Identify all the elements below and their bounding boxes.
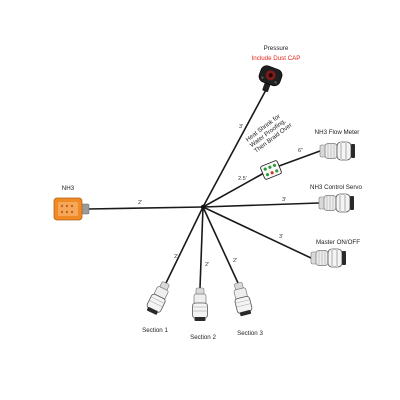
pressure-label: Pressure	[264, 45, 289, 52]
section-2-connector	[192, 287, 208, 322]
nh3-label: NH3	[62, 185, 75, 192]
wire-heat-shrink	[202, 172, 265, 208]
flow-meter-length: 6"	[298, 148, 303, 154]
wire-flow-meter	[278, 150, 321, 167]
section-2-length: 2'	[205, 262, 209, 268]
heat-shrink-length: 2.5'	[238, 176, 247, 182]
wire-master	[202, 206, 312, 259]
heat-shrink-junction	[260, 160, 282, 180]
section-1-label: Section 1	[142, 327, 168, 334]
wire-control-servo	[202, 202, 320, 208]
control-servo-length: 3'	[282, 197, 286, 203]
section-3-label: Section 3	[237, 330, 263, 337]
section-3-length: 2'	[233, 258, 237, 264]
nh3-length: 2'	[138, 200, 142, 206]
pressure-length: 3'	[239, 124, 243, 130]
section-2-label: Section 2	[190, 334, 216, 341]
junction-hub	[200, 204, 206, 210]
control-servo-connector	[318, 193, 355, 213]
wires	[87, 87, 321, 289]
pressure-connector	[258, 65, 283, 93]
wire-section-2	[199, 206, 204, 289]
flow-meter-label: NH3 Flow Meter	[315, 129, 360, 136]
nh3-connector	[53, 197, 90, 221]
section-1-connector	[144, 279, 174, 317]
master-connector	[310, 248, 347, 268]
section-3-connector	[230, 280, 254, 318]
wire-pressure	[202, 87, 268, 208]
wire-section-3	[202, 206, 239, 284]
pressure-note: Include Dust CAP	[252, 55, 301, 62]
wire-nh3	[87, 206, 204, 210]
flow-meter-connector	[319, 141, 356, 161]
master-length: 3'	[279, 234, 283, 240]
master-label: Master ON/OFF	[316, 239, 360, 246]
control-servo-label: NH3 Control Servo	[310, 184, 362, 191]
section-1-length: 2'	[174, 254, 178, 260]
wire-section-1	[165, 206, 204, 284]
